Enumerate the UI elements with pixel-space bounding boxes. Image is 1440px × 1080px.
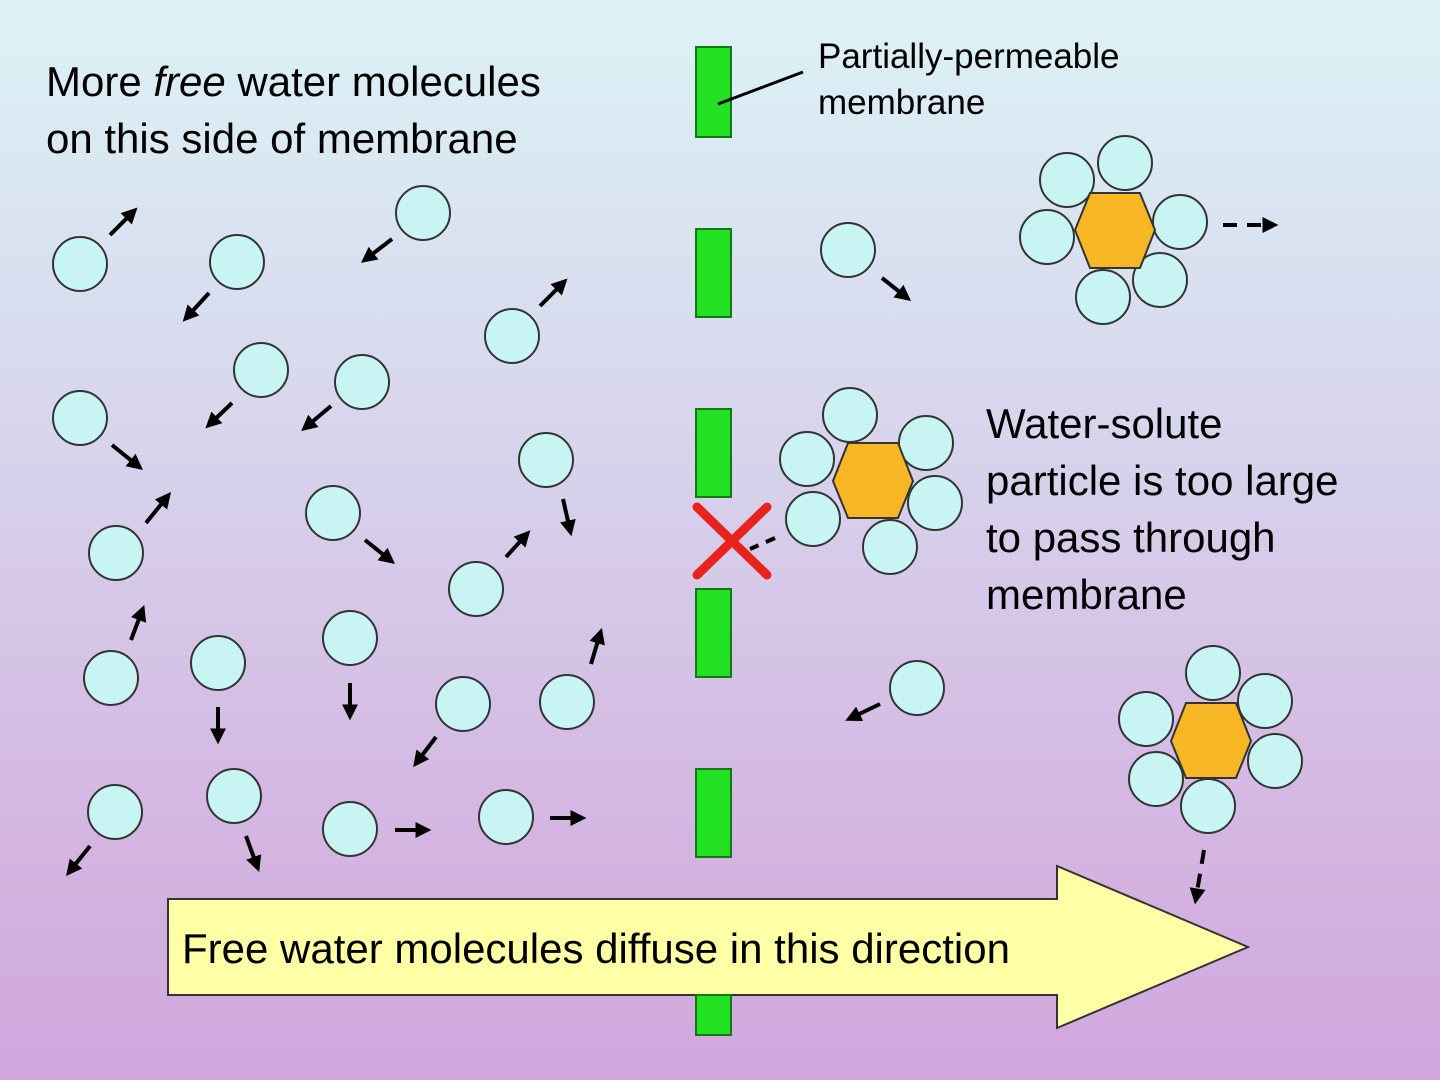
- water-molecule: [206, 768, 262, 824]
- motion-arrow: [244, 835, 262, 873]
- motion-arrow: [538, 278, 568, 308]
- motion-arrow: [182, 291, 211, 322]
- membrane-segment: [695, 408, 732, 498]
- motion-arrow: [129, 605, 147, 641]
- motion-arrow: [144, 492, 172, 525]
- solute-label-line-4: membrane: [986, 571, 1187, 618]
- free-water-side-label: More free water molecules on this side o…: [46, 53, 541, 167]
- membrane-segment: [695, 768, 732, 858]
- water-solute-particle: [1019, 135, 1208, 325]
- water-molecule: [889, 660, 945, 716]
- water-molecule: [322, 801, 378, 857]
- water-solute-particle: [1118, 645, 1303, 834]
- solute-label: Water-solute particle is too large to pa…: [986, 395, 1339, 623]
- motion-arrow: [880, 276, 912, 301]
- solute-label-line-3: to pass through: [986, 514, 1276, 561]
- membrane-label-line-2: membrane: [818, 83, 986, 122]
- membrane-label-line-1: Partially-permeable: [818, 37, 1120, 76]
- water-molecule: [52, 236, 108, 292]
- water-molecule: [820, 222, 876, 278]
- membrane-segment: [695, 46, 732, 138]
- left-label-line-2: on this side of membrane: [46, 115, 518, 162]
- water-molecule: [233, 342, 289, 398]
- water-molecule: [334, 354, 390, 410]
- motion-arrow: [589, 627, 605, 665]
- partially-permeable-membrane: [695, 46, 732, 1036]
- membrane-segment: [695, 588, 732, 678]
- motion-arrow: [360, 237, 394, 263]
- left-label-text-end: water molecules: [225, 58, 541, 105]
- diffusion-direction-label: Free water molecules diffuse in this dir…: [182, 925, 1010, 972]
- motion-arrow: [301, 404, 333, 432]
- water-molecule: [484, 308, 540, 364]
- membrane-segment: [695, 994, 732, 1036]
- solute-label-line-1: Water-solute: [986, 400, 1223, 447]
- membrane-label-pointer: [717, 70, 804, 106]
- motion-arrow: [205, 401, 234, 429]
- motion-arrows: [66, 207, 912, 876]
- motion-arrow: [66, 844, 92, 876]
- motion-arrow: [560, 498, 576, 537]
- water-molecule: [190, 635, 246, 691]
- left-label-free-emphasis: free: [153, 58, 226, 105]
- motion-arrow: [363, 538, 395, 564]
- water-molecule: [448, 561, 504, 617]
- solute-motion-arrow: [1189, 849, 1206, 905]
- solute-particle: [1073, 192, 1157, 269]
- motion-arrow: [413, 735, 438, 768]
- water-molecule: [539, 674, 595, 730]
- motion-arrow: [504, 530, 531, 559]
- water-molecule: [305, 485, 361, 541]
- membrane-label: Partially-permeable membrane: [818, 34, 1120, 126]
- water-molecule: [322, 610, 378, 666]
- blocked-motion-arrow: [749, 536, 776, 551]
- water-molecule: [87, 784, 143, 840]
- water-molecule: [518, 432, 574, 488]
- motion-arrow: [110, 443, 143, 471]
- water-molecule: [478, 789, 534, 845]
- diffusion-direction-arrow: [167, 864, 1251, 1030]
- free-water-molecules: [52, 185, 945, 857]
- motion-arrow: [845, 702, 881, 722]
- water-molecule: [88, 525, 144, 581]
- solute-particle: [1169, 702, 1253, 779]
- red-x-icon: [692, 502, 772, 580]
- motion-arrow: [108, 207, 138, 237]
- water-molecule: [209, 234, 265, 290]
- water-molecule: [395, 185, 451, 241]
- solute-particle: [831, 442, 915, 519]
- membrane-segment: [695, 228, 732, 318]
- blocked-water-solute-particle: [779, 387, 963, 575]
- water-molecule: [435, 676, 491, 732]
- water-molecule: [52, 390, 108, 446]
- solute-label-line-2: particle is too large: [986, 457, 1339, 504]
- left-label-text-start: More: [46, 58, 154, 105]
- water-molecule: [83, 650, 139, 706]
